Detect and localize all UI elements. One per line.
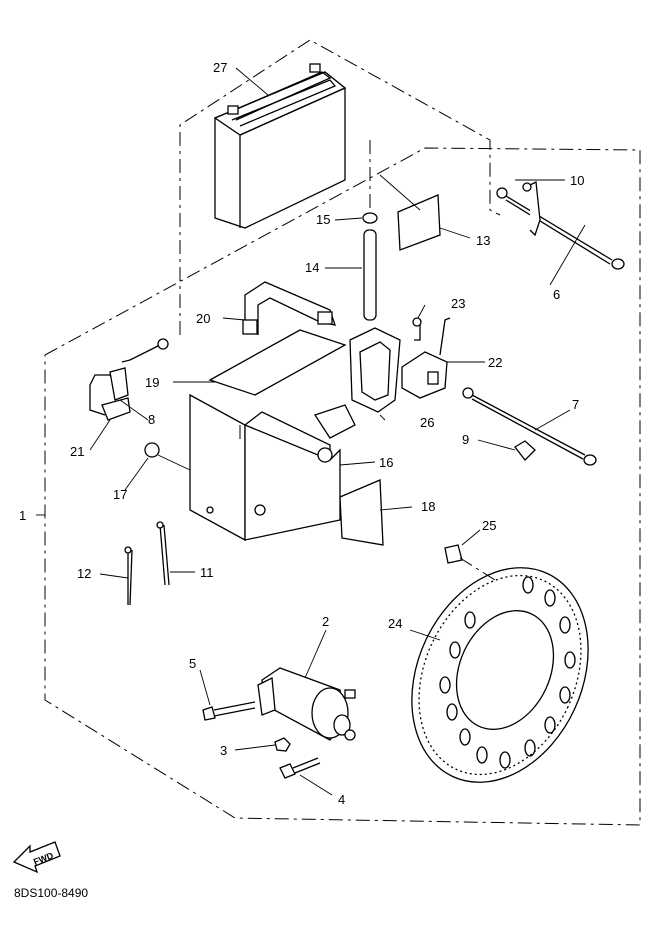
battery-lead-upper bbox=[496, 180, 625, 270]
callout-26: 26 bbox=[420, 415, 434, 430]
breather-hose bbox=[362, 140, 378, 321]
nut bbox=[274, 737, 291, 752]
callout-19: 19 bbox=[145, 375, 159, 390]
callout-27: 27 bbox=[213, 60, 227, 75]
callout-12: 12 bbox=[77, 566, 91, 581]
battery-pad bbox=[397, 194, 441, 251]
callout-21: 21 bbox=[70, 444, 84, 459]
callout-10: 10 bbox=[570, 173, 584, 188]
gear-bolt bbox=[444, 544, 496, 581]
callout-13: 13 bbox=[476, 233, 490, 248]
callout-8: 8 bbox=[148, 412, 155, 427]
starter-motor bbox=[257, 667, 356, 741]
callout-6: 6 bbox=[553, 287, 560, 302]
callout-5: 5 bbox=[189, 656, 196, 671]
callout-16: 16 bbox=[379, 455, 393, 470]
disc-holes bbox=[439, 576, 576, 769]
drawing-code: 8DS100-8490 bbox=[14, 886, 88, 900]
callout-2: 2 bbox=[322, 614, 329, 629]
callout-9: 9 bbox=[462, 432, 469, 447]
callout-4: 4 bbox=[338, 792, 345, 807]
assembly-boundary bbox=[44, 39, 641, 826]
rubber-sheet bbox=[208, 329, 347, 396]
cable-ties bbox=[124, 521, 170, 606]
battery-box bbox=[189, 393, 356, 542]
callout-18: 18 bbox=[421, 499, 435, 514]
callout-25: 25 bbox=[482, 518, 496, 533]
callout-labels: 27 13 15 14 10 6 20 23 22 19 7 8 26 9 21… bbox=[19, 60, 584, 807]
callout-23: 23 bbox=[451, 296, 465, 311]
callout-15: 15 bbox=[316, 212, 330, 227]
callout-17: 17 bbox=[113, 487, 127, 502]
callout-24: 24 bbox=[388, 616, 402, 631]
callout-3: 3 bbox=[220, 743, 227, 758]
callout-20: 20 bbox=[196, 311, 210, 326]
starter-relay bbox=[401, 317, 451, 399]
cover-plate bbox=[339, 479, 384, 546]
callout-1: 1 bbox=[19, 508, 26, 523]
starter-lead bbox=[89, 338, 169, 421]
callout-14: 14 bbox=[305, 260, 319, 275]
starter-ring-gear bbox=[411, 567, 589, 783]
forward-arrow: FWD bbox=[12, 841, 61, 874]
battery bbox=[213, 63, 347, 229]
leader-lines bbox=[36, 67, 586, 796]
relay-bracket bbox=[349, 327, 401, 413]
starter-bolt bbox=[202, 701, 256, 721]
starter-bolt-lower bbox=[279, 757, 321, 779]
callout-7: 7 bbox=[572, 397, 579, 412]
mount-bolt bbox=[144, 442, 191, 471]
callout-11: 11 bbox=[200, 565, 214, 580]
battery-lead-lower bbox=[462, 387, 597, 466]
battery-band bbox=[242, 281, 336, 335]
callout-22: 22 bbox=[488, 355, 502, 370]
